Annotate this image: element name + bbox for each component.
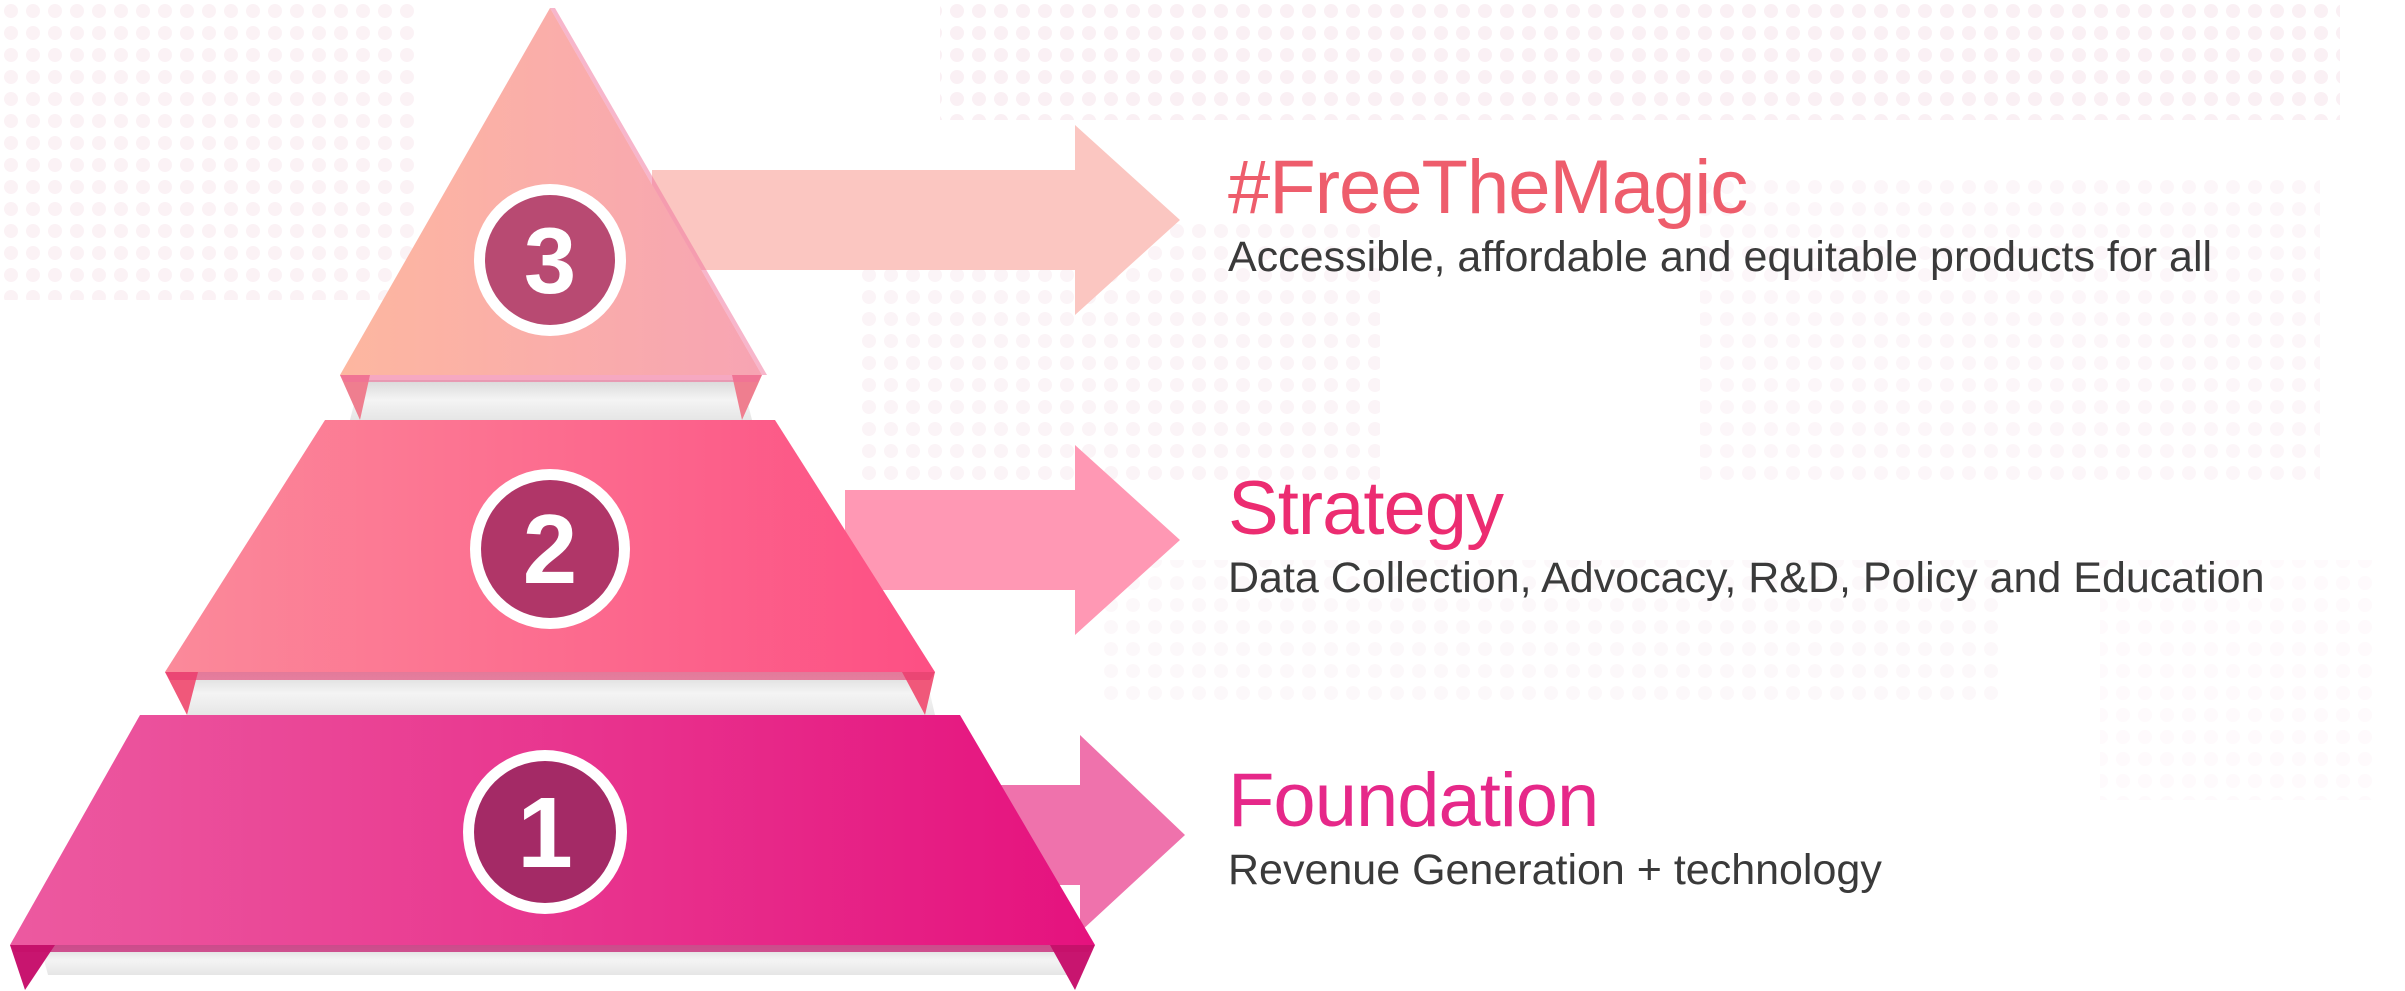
shelf-1 (40, 945, 1080, 975)
arrow-level-2 (845, 445, 1180, 635)
level-3-description: Accessible, affordable and equitable pro… (1228, 233, 2213, 281)
level-1-title: Foundation (1228, 758, 1599, 843)
arrow-level-3 (652, 125, 1180, 315)
level-2-text: Strategy Data Collection, Advocacy, R&D,… (1228, 466, 2388, 604)
badge-level-1: 1 (463, 750, 627, 914)
badge-level-2: 2 (470, 469, 630, 629)
background-dots (0, 0, 2380, 800)
level-2-title: Strategy (1228, 466, 1504, 551)
shelf-2 (187, 672, 935, 715)
level-3-text: #FreeTheMagic Accessible, affordable and… (1228, 145, 2388, 283)
level-2-description: Data Collection, Advocacy, R&D, Policy a… (1228, 554, 2265, 602)
badge-number-2: 2 (523, 494, 578, 604)
badge-number-1: 1 (517, 777, 573, 889)
level-3-title: #FreeTheMagic (1228, 145, 1748, 230)
level-1-description: Revenue Generation + technology (1228, 846, 1882, 894)
badge-number-3: 3 (524, 208, 576, 313)
shelf-3 (350, 380, 752, 420)
level-1-text: Foundation Revenue Generation + technolo… (1228, 758, 2388, 896)
badge-level-3: 3 (474, 184, 626, 336)
